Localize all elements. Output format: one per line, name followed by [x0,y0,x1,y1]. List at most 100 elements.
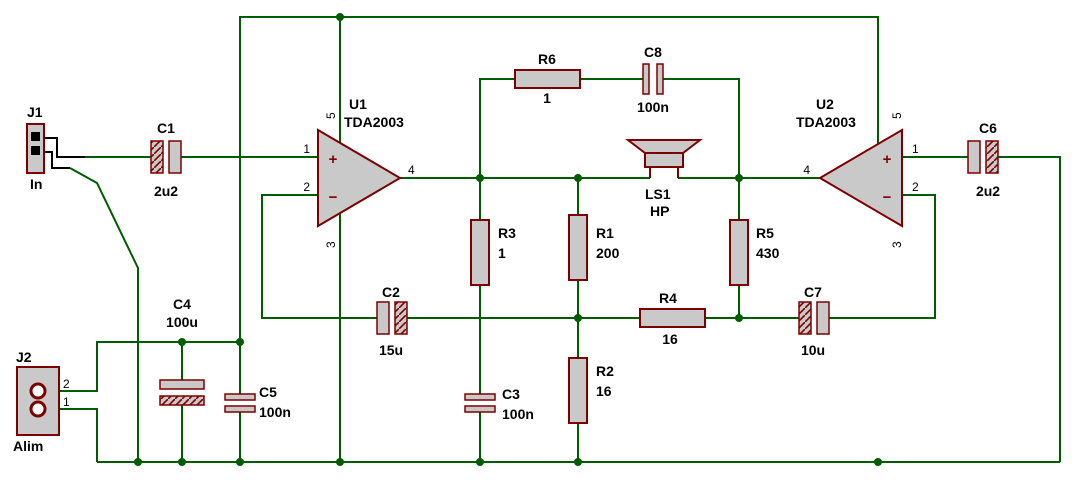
c8-ref-label: C8 [644,44,662,60]
r6-body [514,69,581,89]
c1-plate-negative [150,140,164,174]
u1-pin2-label: 2 [303,180,310,194]
capacitor-c6[interactable]: C6 2u2 [967,120,1000,199]
r3-ref-label: R3 [498,225,516,241]
c6-ref-label: C6 [979,120,997,136]
c6-plate-negative [985,140,999,174]
wire-u2-inverting [829,194,936,319]
wire-j1-signal-stub [44,137,85,158]
capacitor-c1[interactable]: C1 2u2 [150,120,182,199]
u2-value-label: TDA2003 [796,114,856,130]
u1-pin3-label: 3 [324,241,338,248]
resistor-r6[interactable]: R6 1 [514,51,581,106]
r2-body [568,357,588,424]
c2-value-label: 15u [379,342,403,358]
u2-pin5-label: 5 [890,112,904,119]
r3-value-label: 1 [498,245,506,261]
r5-value-label: 430 [756,245,780,261]
c5-value-label: 100n [259,404,291,420]
c4-plate-positive [159,379,205,390]
capacitor-c8[interactable]: C8 100n [637,44,669,115]
wire-j2-gnd [59,408,98,462]
wire-j2-vcc [59,341,240,392]
c4-value-label: 100u [166,314,198,330]
c6-plate-positive [967,140,981,174]
junction-dot [574,458,582,466]
u1-ref-label: U1 [349,96,367,112]
resistor-r5[interactable]: R5 430 [729,219,780,286]
j2-pin2-label: 2 [63,377,70,391]
connector-j2[interactable]: J2 Alim 2 1 [13,349,70,454]
speaker-ls1[interactable]: LS1 HP [625,139,703,219]
r2-ref-label: R2 [596,363,614,379]
c4-plate-negative [159,395,205,406]
u2-inverting-sign: − [883,189,892,206]
c2-ref-label: C2 [382,284,400,300]
j2-pin1-hole [29,400,47,418]
resistor-r4[interactable]: R4 16 [639,290,706,347]
c1-ref-label: C1 [157,120,175,136]
u1-pin5-label: 5 [324,112,338,119]
junction-dot [134,458,142,466]
j1-ref-label: J1 [27,104,43,120]
u2-pin1-label: 1 [912,142,919,156]
r1-ref-label: R1 [596,225,614,241]
junction-dot [336,13,344,21]
capacitor-c2[interactable]: C2 15u [376,284,408,358]
capacitor-c4[interactable]: C4 100u [159,296,205,406]
u2-noninverting-sign: + [883,151,892,168]
r4-body [639,308,706,328]
amplifier-u2[interactable]: U2 TDA2003 + − 1 2 4 5 3 [796,96,919,248]
junction-dot [178,458,186,466]
junction-dot [574,314,582,322]
r6-ref-label: R6 [538,51,556,67]
junction-dot [336,458,344,466]
u2-ref-label: U2 [816,96,834,112]
j1-pad [31,146,40,155]
c7-plate-positive [816,301,830,335]
c2-plate-positive [376,301,390,335]
connector-j1[interactable]: J1 In [26,104,45,192]
junction-dot [178,338,186,346]
junction-dot [874,458,882,466]
j2-ref-label: J2 [16,349,32,365]
c8-plate [642,63,650,95]
c8-plate [656,63,664,95]
r1-value-label: 200 [596,245,620,261]
resistor-r2[interactable]: R2 16 [568,357,614,424]
j2-pin2-hole [29,382,47,400]
wire-layer [44,16,1061,463]
r3-body [470,219,490,286]
u2-triangle [818,128,903,228]
u1-pin4-label: 4 [408,163,415,177]
c3-plate [464,405,496,413]
ls1-value-label: HP [650,203,669,219]
junction-dot [735,174,743,182]
r5-ref-label: R5 [756,225,774,241]
resistor-r1[interactable]: R1 200 [568,214,620,281]
u2-pin4-label: 4 [803,163,810,177]
wire-c6-gnd [998,156,1061,462]
r2-value-label: 16 [596,383,612,399]
c4-ref-label: C4 [173,296,191,312]
capacitor-c3[interactable]: C3 100n [464,386,534,422]
u1-noninverting-sign: + [329,151,338,168]
c3-value-label: 100n [502,406,534,422]
capacitor-c5[interactable]: C5 100n [224,384,291,420]
junction-dot [476,458,484,466]
junction-dot [735,314,743,322]
junction-dots [134,13,882,466]
u1-inverting-sign: − [329,189,338,206]
c5-plate [224,405,256,413]
c3-plate [464,393,496,401]
capacitor-c7[interactable]: C7 10u [798,284,830,358]
resistor-r3[interactable]: R3 1 [470,219,516,286]
wire-zobel-left [479,78,515,178]
wire-j1-gnd-stub [44,151,70,169]
r6-value-label: 1 [543,90,551,106]
u1-value-label: TDA2003 [344,114,404,130]
amplifier-u1[interactable]: U1 TDA2003 + − 1 2 4 5 3 [303,96,415,248]
c7-value-label: 10u [801,342,825,358]
